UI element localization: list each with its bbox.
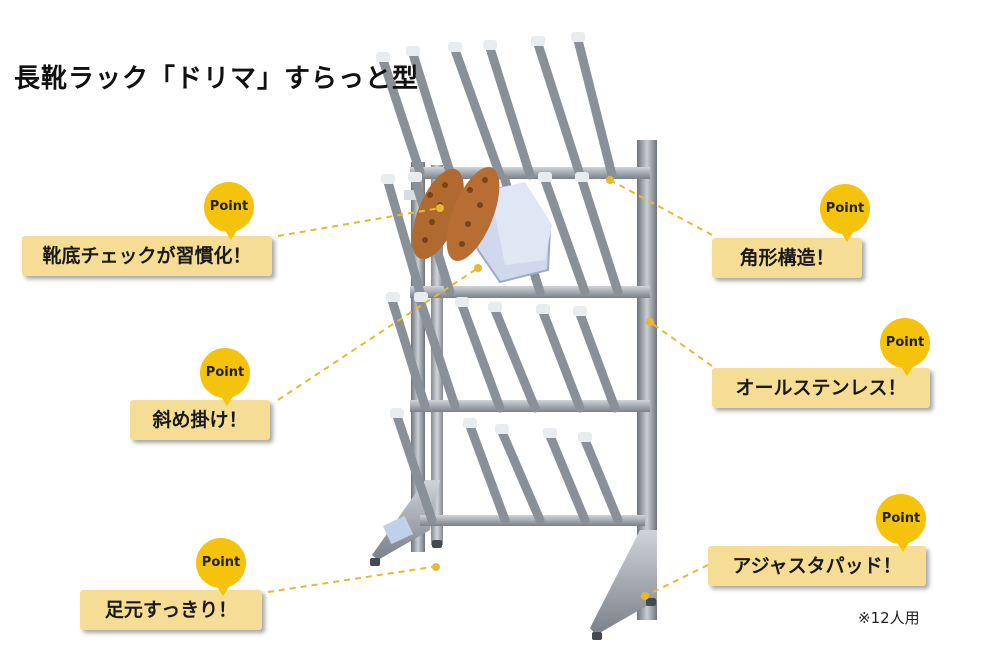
point-badge-adjuster: Point (876, 494, 926, 552)
callout-stainless-label: オールステンレス！ (735, 377, 907, 399)
peg-row-third (387, 295, 620, 413)
point-badge-sole-check: Point (204, 182, 254, 240)
callout-square: 角形構造！ (712, 238, 862, 278)
callout-diagonal: 斜め掛け！ (130, 400, 270, 440)
leader-lines (267, 179, 713, 597)
peg-row-bottom (392, 411, 623, 525)
callout-footing-label: 足元すっきり！ (104, 599, 238, 621)
point-badge-square: Point (820, 184, 870, 242)
point-badge-label: Point (209, 199, 249, 214)
point-badge-label: Point (825, 201, 865, 216)
callout-square-label: 角形構造！ (739, 247, 835, 269)
callout-adjuster-label: アジャスタパッド！ (732, 555, 902, 577)
callout-stainless: オールステンレス！ (712, 368, 930, 408)
callout-adjuster: アジャスタパッド！ (708, 546, 926, 586)
point-badge-stainless: Point (880, 318, 930, 376)
callout-footing: 足元すっきり！ (80, 590, 262, 630)
peg-caps-second (381, 172, 589, 184)
peg-caps-bottom (390, 408, 592, 442)
peg-caps-third (386, 292, 587, 316)
point-badge-footing: Point (196, 538, 246, 596)
point-badge-label: Point (205, 365, 245, 380)
peg-row-top (378, 35, 617, 180)
point-badge-label: Point (201, 555, 241, 570)
callout-sole-check: 靴底チェックが習慣化！ (22, 236, 272, 276)
callout-sole-check-label: 靴底チェックが習慣化！ (42, 245, 252, 267)
point-badge-label: Point (881, 511, 921, 526)
callout-diagonal-label: 斜め掛け！ (152, 409, 248, 431)
capacity-note: ※12人用 (858, 609, 920, 627)
page-title: 長靴ラック「ドリマ」すらっと型 (14, 64, 420, 94)
rubber-boots (412, 167, 552, 284)
leader-dots (432, 176, 654, 600)
point-badge-diagonal: Point (200, 348, 250, 406)
brand-plate (382, 515, 414, 545)
adjuster-pads (370, 540, 656, 640)
point-badge-label: Point (885, 335, 925, 350)
peg-caps-top (376, 32, 585, 62)
